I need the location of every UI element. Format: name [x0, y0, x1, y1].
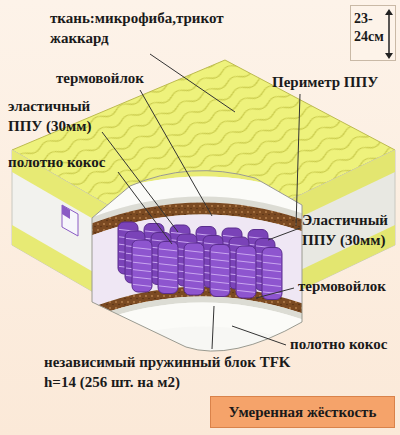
- spring: [236, 246, 256, 298]
- part-label: полотно кокос: [290, 334, 387, 354]
- spring: [132, 240, 152, 292]
- spring: [210, 245, 230, 297]
- height-arrow: [384, 9, 394, 59]
- node-text: Умеренная жёсткость: [229, 403, 377, 421]
- part-label: эластичный ППУ (30мм): [8, 96, 112, 136]
- part-label: ткань:микрофиба,трикот жаккард: [50, 8, 246, 48]
- part-label: Эластичный ППУ (30мм): [302, 210, 396, 250]
- spring: [184, 243, 204, 295]
- part-label: Периметр ППУ: [272, 72, 378, 92]
- layer-band: [80, 302, 310, 352]
- part-label: независимый пружинный блок TFK h=14 (256…: [44, 352, 296, 392]
- stiffness-badge: Умеренная жёсткость: [210, 396, 395, 428]
- leader-lines: [102, 54, 300, 349]
- spring: [158, 242, 178, 294]
- part-label: полотно кокос: [8, 152, 105, 172]
- dimension-box: 23-24см: [350, 5, 396, 61]
- node-text: 23-24см: [354, 10, 390, 46]
- part-label: термовойлок: [56, 68, 144, 88]
- part-label: термовойлок: [298, 276, 386, 296]
